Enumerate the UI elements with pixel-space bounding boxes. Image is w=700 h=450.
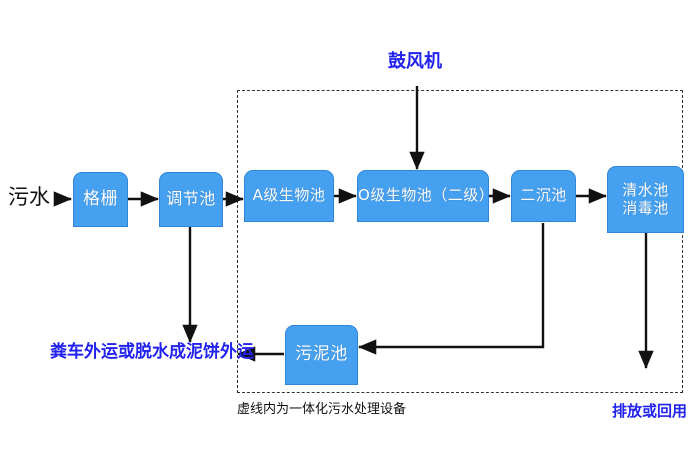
node-clearwater-label: 清水池 消毒池 (622, 181, 669, 217)
node-grille[interactable]: 格栅 (73, 172, 128, 227)
node-clearwater[interactable]: 清水池 消毒池 (607, 166, 684, 233)
integrated-equipment-boundary (237, 90, 683, 393)
node-sludge[interactable]: 污泥池 (285, 325, 358, 385)
node-clarifier-label: 二沉池 (520, 186, 567, 205)
node-equalization[interactable]: 调节池 (159, 172, 223, 227)
blower-label: 鼓风机 (388, 51, 442, 72)
node-clarifier[interactable]: 二沉池 (511, 170, 576, 222)
node-sludge-label: 污泥池 (295, 344, 348, 365)
node-grille-label: 格栅 (83, 188, 118, 209)
node-o-stage[interactable]: O级生物池（二级） (357, 170, 495, 222)
diagram-caption: 虚线内为一体化污水处理设备 (237, 402, 407, 417)
node-a-stage[interactable]: A级生物池 (244, 170, 334, 222)
node-a-stage-label: A级生物池 (252, 186, 326, 205)
effluent-label: 排放或回用 (612, 402, 688, 420)
inlet-label: 污水 (8, 185, 50, 209)
sludge-outlet-label: 粪车外运或脱水成泥饼外运 (50, 342, 254, 362)
node-equalization-label: 调节池 (166, 189, 216, 209)
node-o-stage-label: O级生物池（二级） (358, 186, 495, 205)
